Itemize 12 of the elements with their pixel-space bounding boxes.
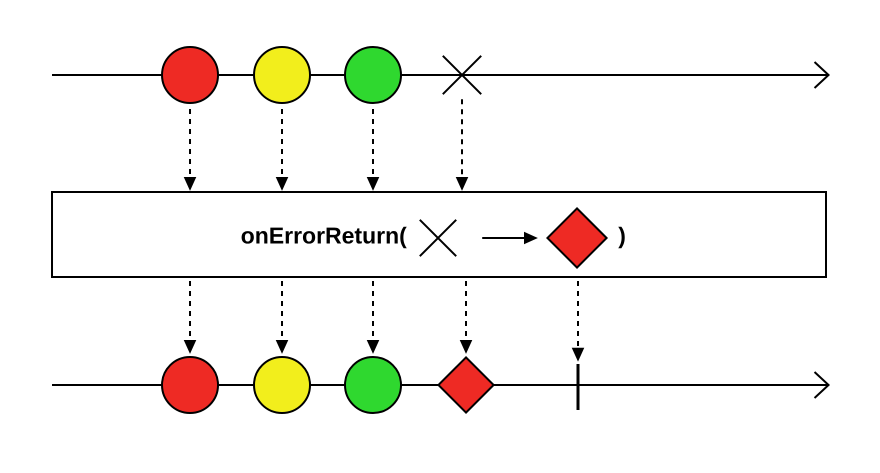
diamond-marble <box>546 207 608 269</box>
marble <box>161 356 219 414</box>
error-cross <box>442 54 482 96</box>
marble <box>344 46 402 104</box>
diamond-marble <box>437 356 495 414</box>
marble <box>253 46 311 104</box>
completion-bar <box>576 364 580 410</box>
marble <box>344 356 402 414</box>
error-cross <box>418 218 458 258</box>
marble <box>253 356 311 414</box>
operator-box: onErrorReturn( ) <box>51 191 827 278</box>
marble <box>161 46 219 104</box>
